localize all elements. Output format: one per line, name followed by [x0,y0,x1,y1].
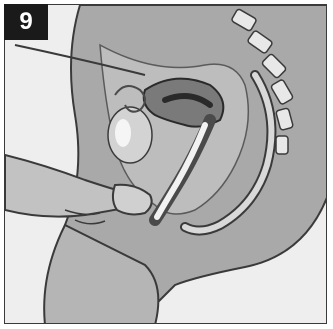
illustration-frame [4,4,327,324]
anatomy-illustration [5,5,327,324]
step-number-badge: 9 [4,4,48,40]
